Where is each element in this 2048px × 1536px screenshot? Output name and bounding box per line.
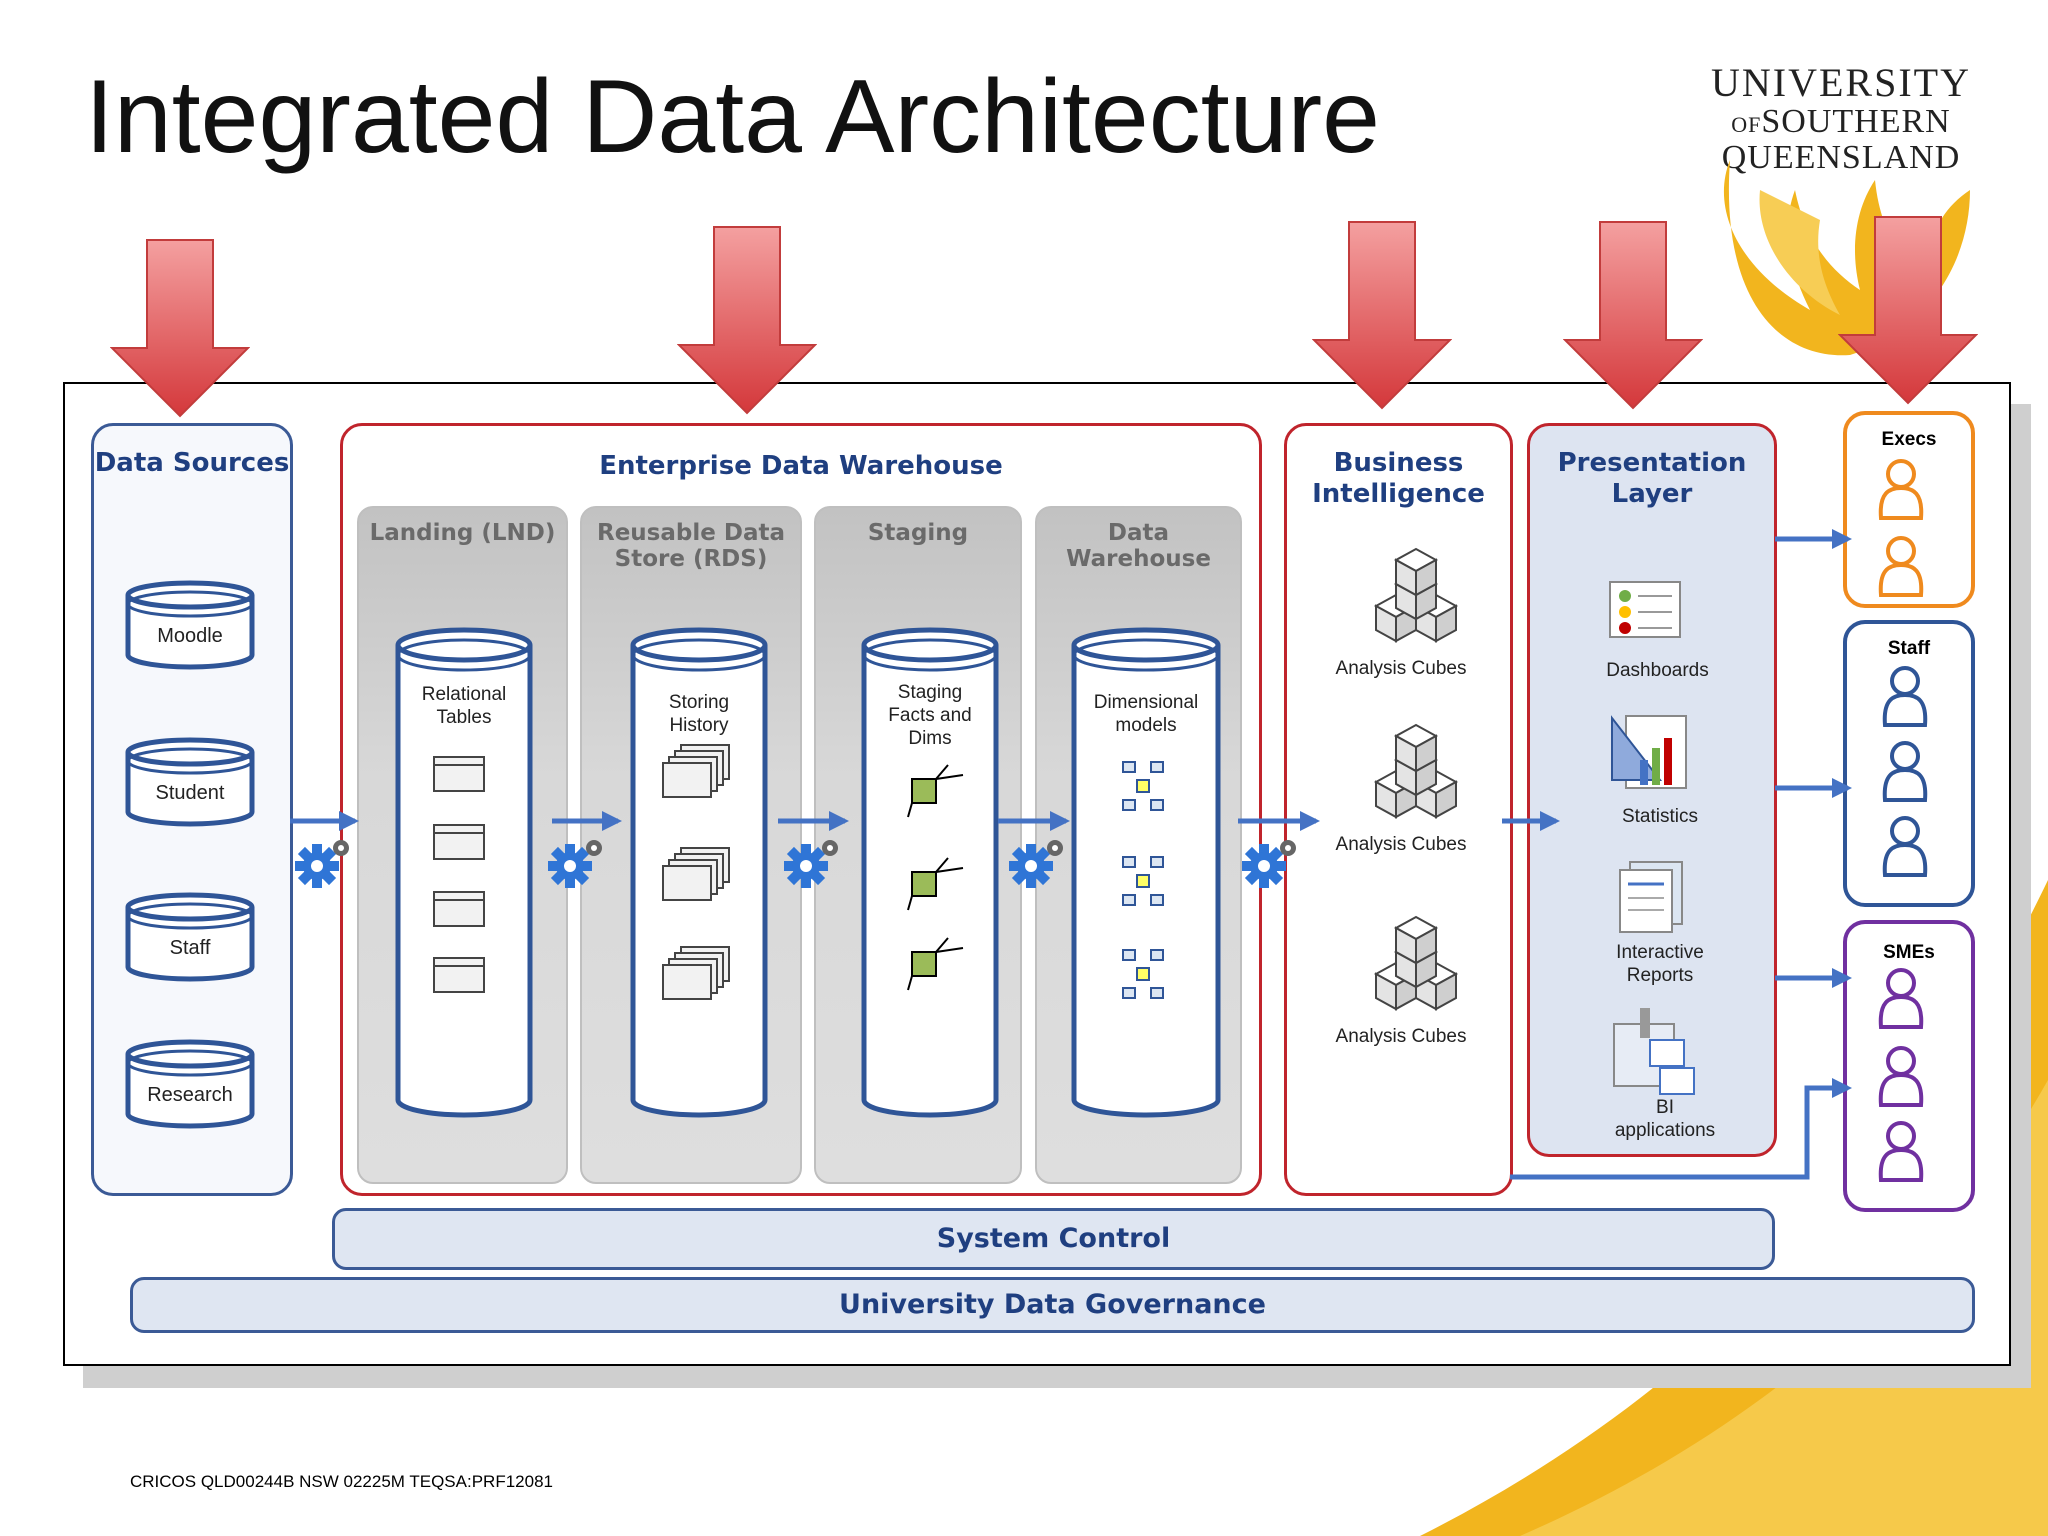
presentation-title: Presentation Layer bbox=[1557, 448, 1747, 510]
logo-line-3: QUEENSLAND bbox=[1721, 138, 1961, 176]
person-icon bbox=[1878, 536, 1924, 597]
person-icon bbox=[1882, 741, 1928, 802]
logo-line-1: UNIVERSITY bbox=[1711, 60, 1971, 105]
slide-title: Integrated Data Architecture bbox=[85, 59, 1380, 175]
person-icon bbox=[1882, 816, 1928, 877]
gear-icon bbox=[295, 840, 349, 888]
gear-icon bbox=[784, 840, 838, 888]
database-icon: Student bbox=[125, 737, 255, 827]
bi-applications-icon bbox=[1613, 1008, 1695, 1095]
edw-title: Enterprise Data Warehouse bbox=[599, 451, 1003, 481]
system-control-label: System Control bbox=[936, 1223, 1171, 1254]
dashboard-icon bbox=[1609, 581, 1681, 638]
edw-column-title: Landing (LND) bbox=[369, 520, 556, 546]
person-icon bbox=[1882, 666, 1928, 727]
edw-column-title: Data Warehouse bbox=[1066, 520, 1211, 573]
edw-column-title: Reusable Data Store (RDS) bbox=[597, 520, 785, 573]
red-arrow-edw bbox=[677, 226, 817, 415]
logo-line-2: SOUTHERN bbox=[1761, 103, 1951, 140]
data-source-label: Staff bbox=[170, 937, 211, 959]
database-icon: Staff bbox=[125, 892, 255, 982]
database-icon: Moodle bbox=[125, 580, 255, 670]
person-icon bbox=[1878, 1046, 1924, 1107]
data-source-label: Research bbox=[147, 1084, 233, 1106]
gear-icon bbox=[548, 840, 602, 888]
bi-title: Business Intelligence bbox=[1312, 448, 1485, 510]
person-icon bbox=[1878, 459, 1924, 520]
gear-icon bbox=[1242, 840, 1296, 888]
red-arrow-presentation bbox=[1563, 221, 1703, 410]
edw-column-label: Staging Facts and Dims bbox=[888, 682, 972, 749]
red-arrow-data-sources bbox=[110, 239, 250, 418]
statistics-icon bbox=[1611, 715, 1687, 789]
gear-icon bbox=[1009, 840, 1063, 888]
governance-label: University Data Governance bbox=[839, 1289, 1266, 1320]
person-icon bbox=[1878, 1121, 1924, 1182]
presentation-item-label: Dashboards bbox=[1606, 660, 1709, 681]
data-source-label: Student bbox=[156, 782, 225, 804]
smes-label: SMEs bbox=[1883, 942, 1935, 963]
presentation-item-label: BI applications bbox=[1614, 1097, 1716, 1141]
analysis-cubes-label: Analysis Cubes bbox=[1336, 658, 1467, 679]
governance-bar: University Data Governance bbox=[130, 1277, 1975, 1333]
cricos-footer: CRICOS QLD00244B NSW 02225M TEQSA:PRF120… bbox=[130, 1472, 553, 1491]
database-icon: Research bbox=[125, 1039, 255, 1129]
presentation-item-label: Statistics bbox=[1621, 806, 1699, 827]
edw-column-label: Storing History bbox=[668, 692, 730, 736]
edw-column-title: Staging bbox=[867, 520, 969, 546]
logo-of: OF bbox=[1731, 112, 1762, 137]
presentation-item-label: Interactive Reports bbox=[1616, 942, 1704, 986]
university-logo: UNIVERSITY OFSOUTHERN QUEENSLAND bbox=[1711, 62, 1971, 175]
analysis-cubes-label: Analysis Cubes bbox=[1336, 834, 1467, 855]
red-arrow-users bbox=[1838, 216, 1978, 405]
system-control-bar: System Control bbox=[332, 1208, 1775, 1270]
interactive-reports-icon bbox=[1619, 861, 1683, 933]
edw-column-label: Dimensional models bbox=[1093, 692, 1199, 736]
execs-label: Execs bbox=[1881, 429, 1937, 450]
person-icon bbox=[1878, 968, 1924, 1029]
analysis-cubes-label: Analysis Cubes bbox=[1336, 1026, 1467, 1047]
red-arrow-bi bbox=[1312, 221, 1452, 410]
edw-column-label: Relational Tables bbox=[421, 684, 507, 728]
data-sources-title: Data Sources bbox=[94, 448, 290, 478]
data-source-label: Moodle bbox=[157, 625, 223, 647]
staff-label: Staff bbox=[1887, 638, 1931, 659]
